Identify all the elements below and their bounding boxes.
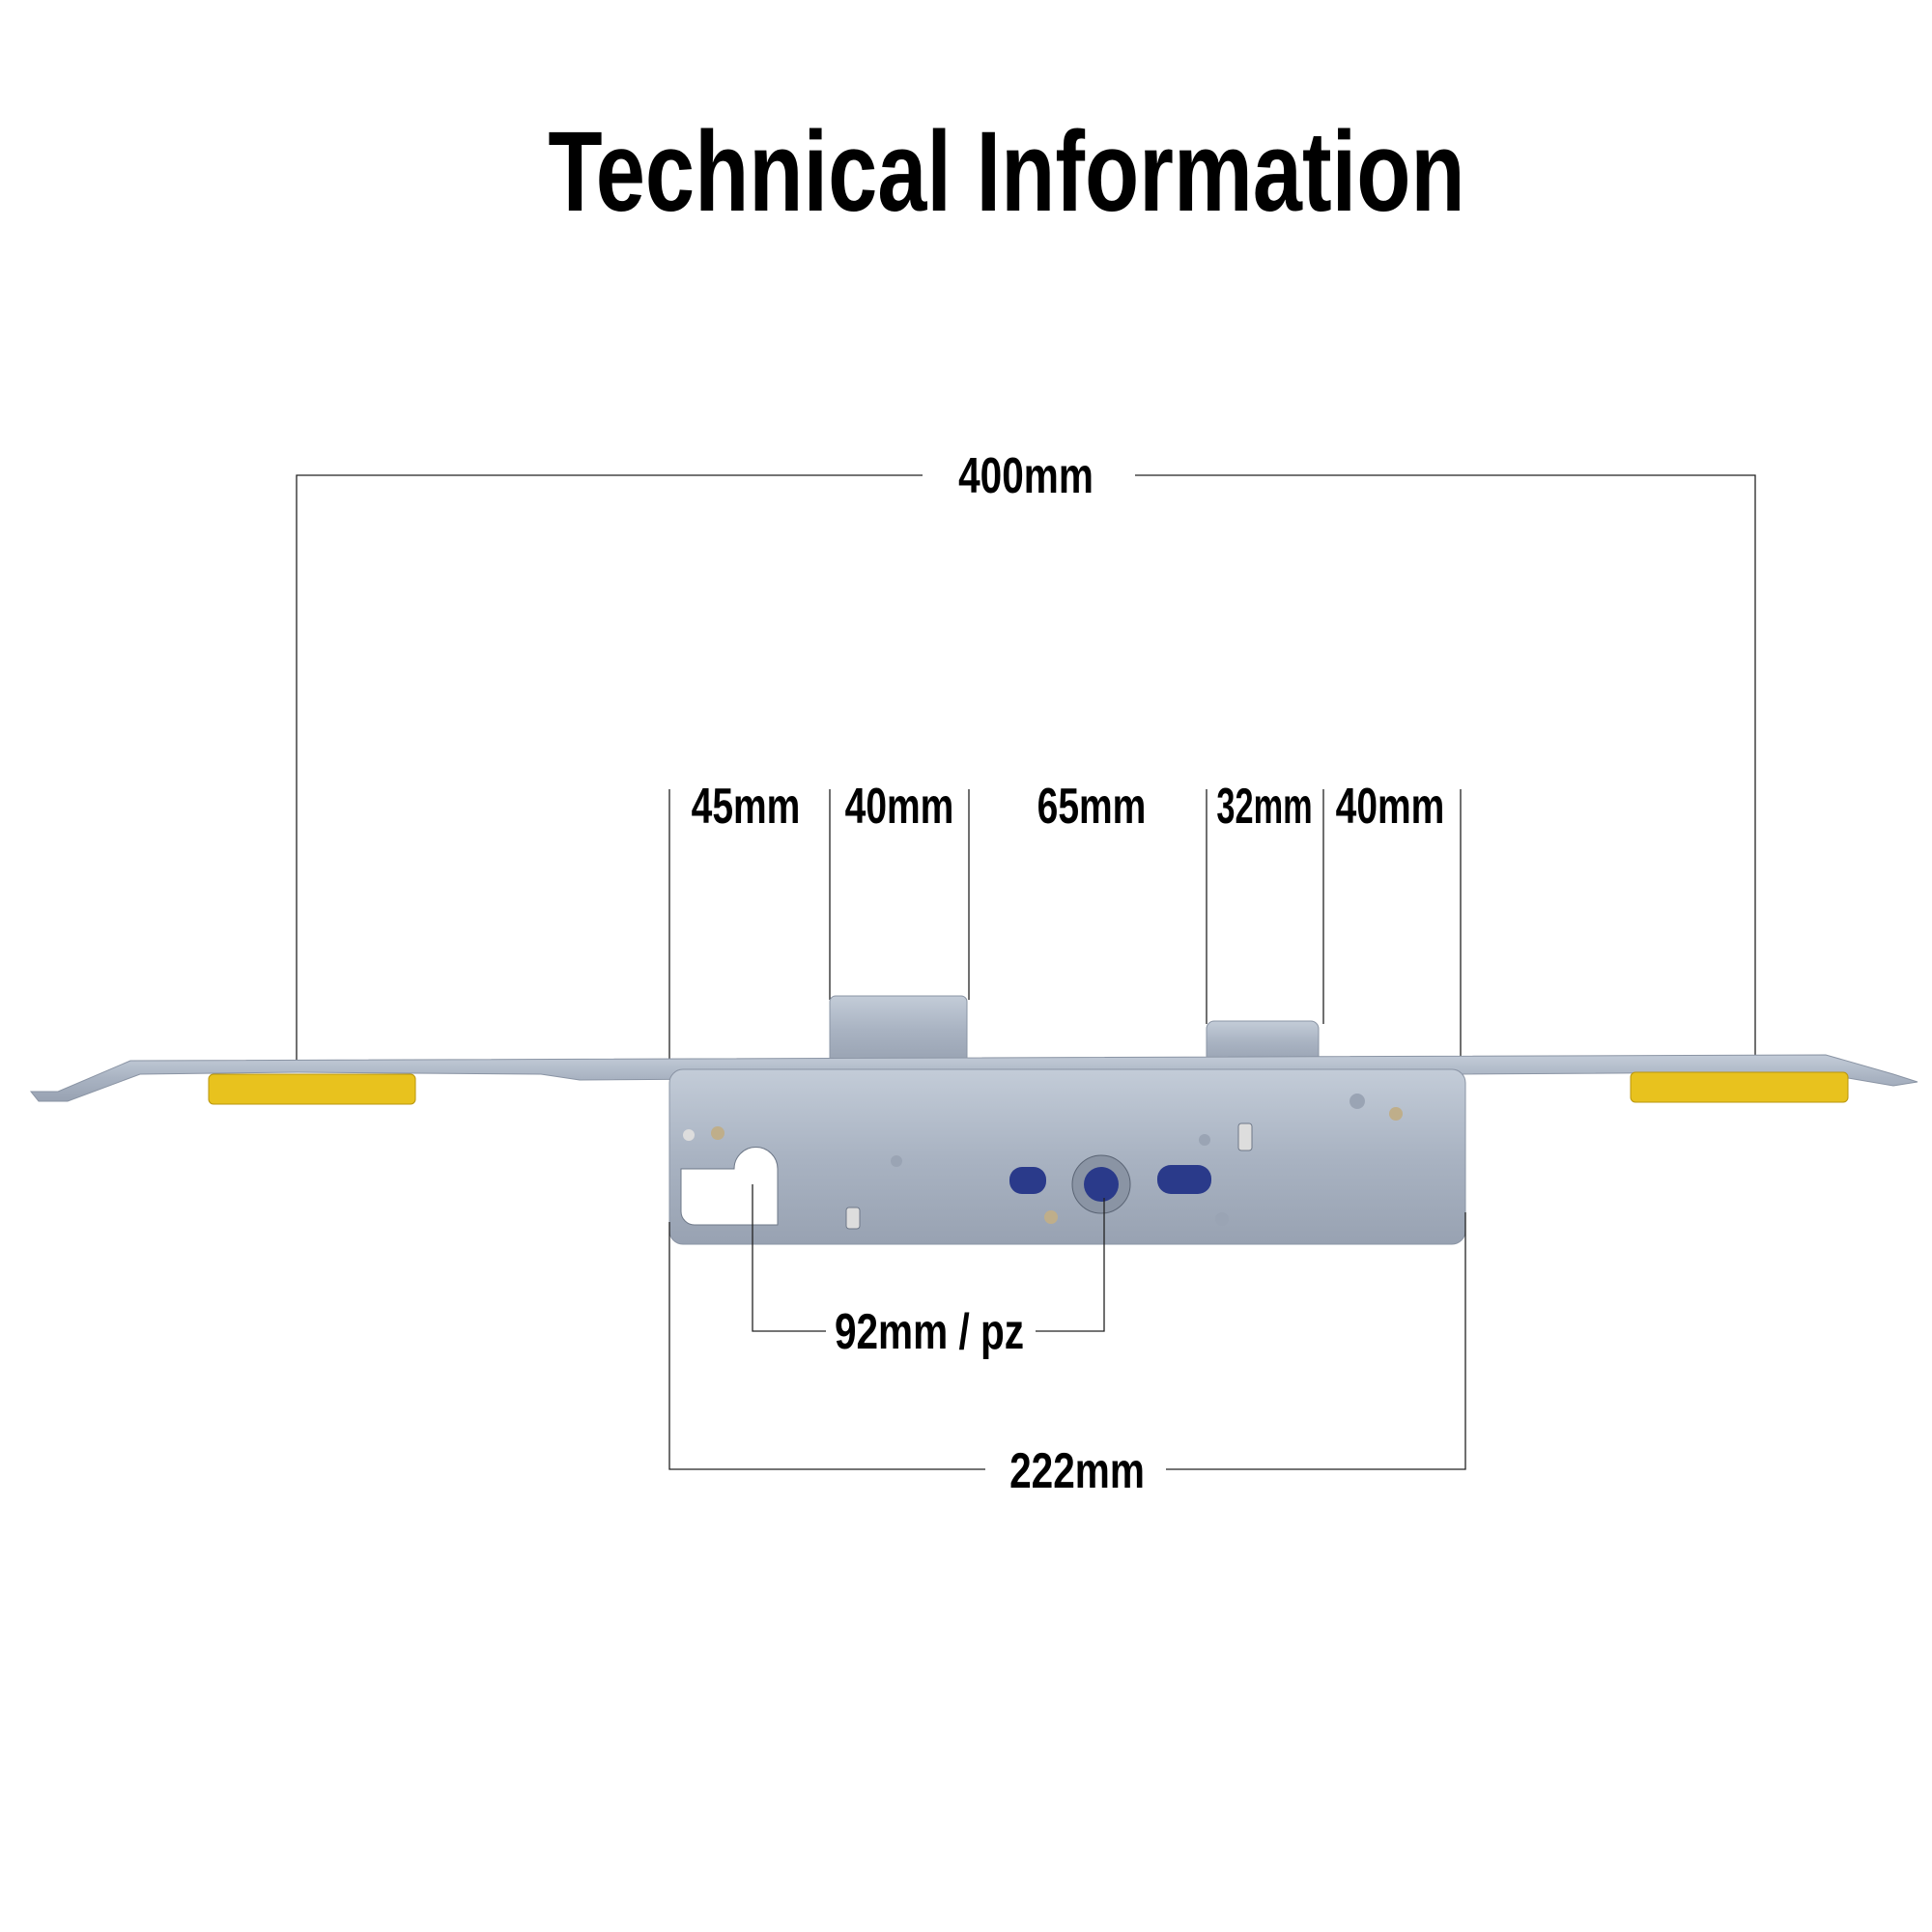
- multipoint-lock-image: [29, 995, 1918, 1245]
- spindle-hole: [1084, 1167, 1119, 1202]
- euro-cylinder-hole: [680, 1147, 779, 1226]
- overall-length-label: 400mm: [958, 447, 1094, 503]
- centres-label: 92mm / pz: [835, 1303, 1024, 1359]
- segment-label-3: 65mm: [1037, 777, 1147, 834]
- roller-right: [1630, 1071, 1849, 1103]
- overall-dimension: 400mm: [296, 447, 1756, 1061]
- page-title: Technical Information: [548, 108, 1464, 236]
- case-length-label: 222mm: [1009, 1442, 1145, 1498]
- segment-dimension-lines: [668, 789, 1462, 1069]
- segment-label-5: 40mm: [1336, 777, 1445, 834]
- roller-left: [208, 1073, 416, 1105]
- segment-label-2: 40mm: [845, 777, 954, 834]
- screw-slot-right: [1157, 1165, 1211, 1194]
- centres-dimension: 92mm / pz: [752, 1184, 1105, 1359]
- hook-bolt: [829, 995, 968, 1065]
- screw-slot-left: [1009, 1167, 1046, 1194]
- segment-label-1: 45mm: [692, 777, 801, 834]
- lock-case: [668, 1068, 1466, 1245]
- case-length-dimension: 222mm: [668, 1212, 1466, 1498]
- segment-label-4: 32mm: [1216, 779, 1312, 835]
